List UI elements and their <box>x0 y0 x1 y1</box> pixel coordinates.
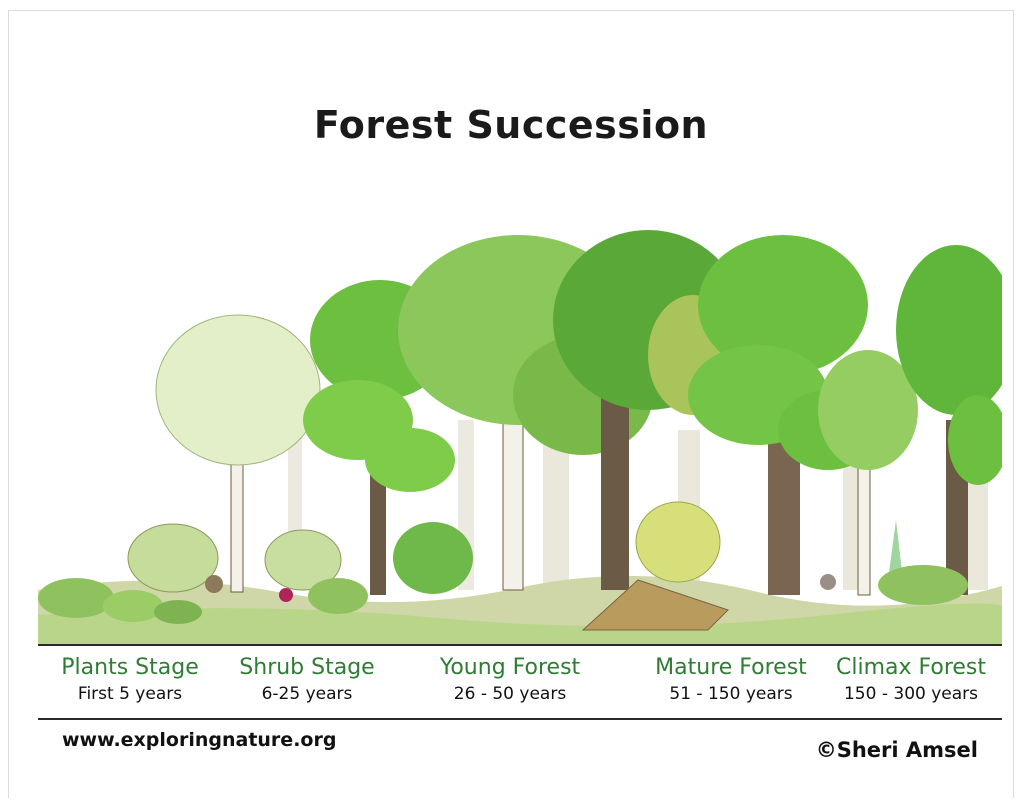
rabbit-icon <box>820 574 836 590</box>
stage-name: Climax Forest <box>835 655 987 680</box>
trillium-flower-icon <box>279 588 293 602</box>
stage-name: Mature Forest <box>655 655 807 680</box>
website-url: www.exploringnature.org <box>62 729 337 751</box>
stage-years: 51 - 150 years <box>669 684 793 704</box>
plants-stage-vegetation <box>38 578 202 624</box>
stage-name: Shrub Stage <box>239 655 375 680</box>
stage-young-forest: Young Forest 26 - 50 years <box>430 655 590 704</box>
stage-years: 26 - 50 years <box>453 684 567 704</box>
fallen-log <box>581 579 729 631</box>
bottom-divider <box>38 718 1002 720</box>
shrub-stage-vegetation <box>127 523 368 614</box>
page-frame <box>8 10 1014 798</box>
stage-name: Plants Stage <box>61 655 199 680</box>
stage-mature-forest: Mature Forest 51 - 150 years <box>645 655 817 704</box>
understory-shrubs <box>393 501 968 605</box>
forest-succession-illustration <box>38 230 1002 644</box>
rabbit-icon <box>205 575 223 593</box>
page-title: Forest Succession <box>313 103 709 147</box>
stage-shrub: Shrub Stage 6-25 years <box>233 655 381 704</box>
grass-strip <box>38 603 1002 644</box>
copyright-notice: ©Sheri Amsel <box>815 738 978 762</box>
top-divider <box>38 644 1002 646</box>
stage-climax-forest: Climax Forest 150 - 300 years <box>828 655 994 704</box>
stage-plants: Plants Stage First 5 years <box>60 655 200 704</box>
spruce-sapling <box>888 520 903 580</box>
climax-forest-trees <box>818 245 1002 596</box>
stage-years: 150 - 300 years <box>843 684 979 704</box>
stage-years: 6-25 years <box>261 684 353 704</box>
birch-tree-light <box>155 314 321 593</box>
stage-years: First 5 years <box>77 684 183 704</box>
stage-name: Young Forest <box>439 655 581 680</box>
